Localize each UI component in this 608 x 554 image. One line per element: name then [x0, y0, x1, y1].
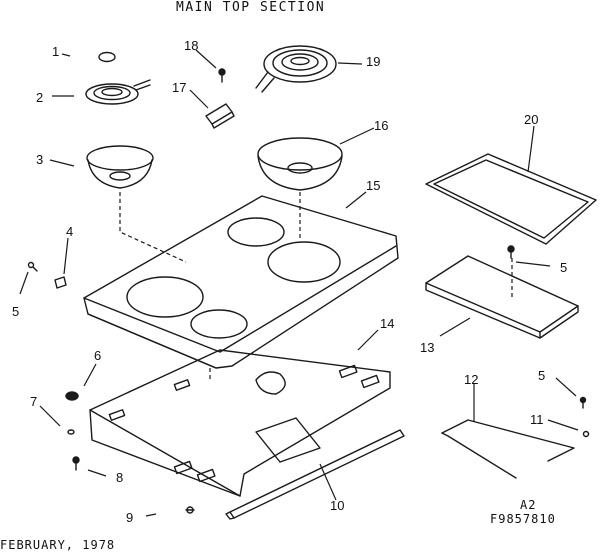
- part-18-screw: [218, 68, 226, 83]
- part-2-small-surface-element: [85, 79, 151, 105]
- part-16-large-drip-bowl: [257, 137, 343, 191]
- callout-11: 11: [530, 412, 544, 427]
- part-5-screw-lower: [579, 396, 587, 409]
- part-19-large-surface-element: [255, 45, 337, 93]
- part-7-washer: [67, 429, 75, 435]
- callout-14: 14: [380, 316, 395, 331]
- revision-label: A2: [520, 498, 537, 512]
- part-5-screw-left: [27, 261, 38, 272]
- callout-7: 7: [30, 394, 38, 409]
- part-17-terminal-block: [205, 103, 235, 129]
- callout-9: 9: [126, 510, 134, 525]
- callout-15: 15: [366, 178, 381, 193]
- callout-12: 12: [464, 372, 479, 387]
- diagram-title: MAIN TOP SECTION: [176, 0, 326, 15]
- callout-4: 4: [66, 224, 74, 239]
- diagram-code: F9857810: [490, 512, 556, 526]
- part-12-support-rod: [441, 419, 575, 479]
- callout-2: 2: [36, 90, 44, 105]
- part-11-clip: [582, 430, 590, 438]
- part-15-main-top: [83, 195, 399, 369]
- part-14-lower-body: [89, 349, 391, 497]
- part-5-screw-right: [507, 245, 515, 259]
- callout-leaders: [19, 49, 579, 517]
- part-1-small-ring: [98, 51, 116, 63]
- callout-3: 3: [36, 152, 44, 167]
- callout-8: 8: [116, 470, 124, 485]
- part-10-trim-strip: [225, 429, 405, 520]
- part-4-clip: [54, 276, 67, 289]
- part-6-grommet: [65, 391, 79, 401]
- callout-18: 18: [184, 38, 199, 53]
- callout-16: 16: [374, 118, 389, 133]
- part-13-panel-bracket: [425, 255, 579, 339]
- callout-17: 17: [172, 80, 187, 95]
- callout-5-lower: 5: [538, 368, 546, 383]
- callout-5-right: 5: [560, 260, 568, 275]
- date-label: FEBRUARY, 1978: [0, 538, 116, 552]
- part-9-nut: [185, 506, 195, 514]
- callout-1: 1: [52, 44, 60, 59]
- part-8-screw: [72, 456, 80, 471]
- callout-6: 6: [94, 348, 102, 363]
- callout-20: 20: [524, 112, 539, 127]
- callout-5-left: 5: [12, 304, 20, 319]
- alignment-lines: [119, 192, 513, 380]
- callout-19: 19: [366, 54, 381, 69]
- part-20-cover-panel: [425, 153, 597, 245]
- part-3-small-drip-bowl: [86, 145, 154, 189]
- callout-13: 13: [420, 340, 435, 355]
- callout-10: 10: [330, 498, 345, 513]
